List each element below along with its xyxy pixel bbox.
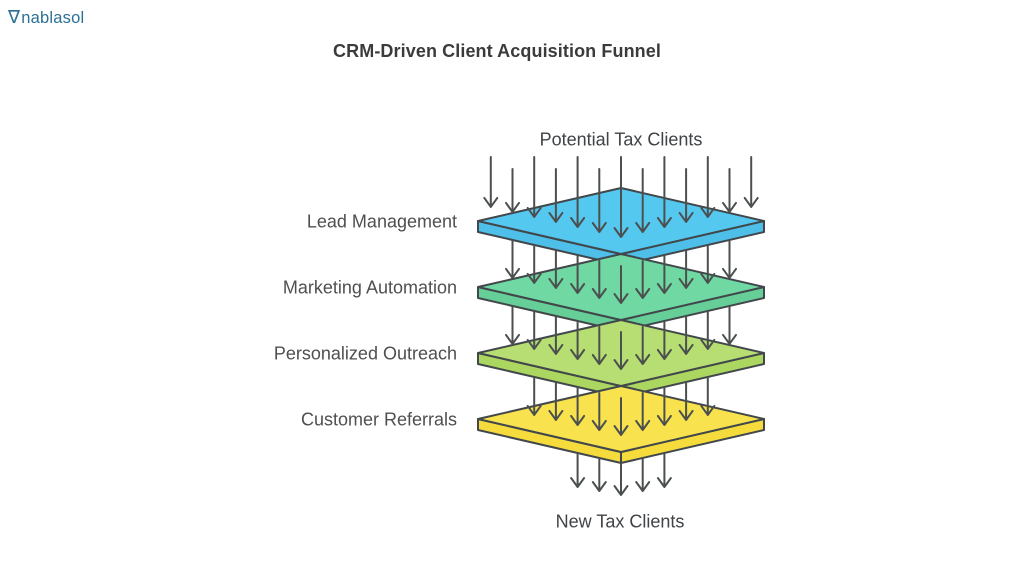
- flow-arrow: [743, 156, 759, 208]
- flow-arrow: [678, 249, 694, 289]
- layer-label-lead-management: Lead Management: [306, 211, 457, 232]
- flow-arrow: [613, 463, 629, 496]
- flow-arrow: [700, 244, 716, 284]
- flow-arrow: [722, 168, 737, 213]
- flow-arrow: [591, 457, 607, 492]
- flow-arrow: [656, 156, 672, 228]
- layer-label-marketing-automation: Marketing Automation: [282, 277, 457, 298]
- flow-arrow: [505, 168, 520, 213]
- flow-arrow: [635, 457, 651, 492]
- flow-arrow: [591, 168, 607, 233]
- page-title: CRM-Driven Client Acquisition Funnel: [333, 41, 661, 61]
- flow-arrow: [483, 156, 499, 208]
- flow-arrow: [526, 310, 542, 350]
- flow-arrow: [613, 156, 629, 238]
- flow-arrow: [722, 239, 737, 279]
- flow-arrow: [635, 391, 651, 431]
- layer-label-personalized-outreach: Personalized Outreach: [273, 343, 457, 364]
- flow-arrow: [526, 376, 542, 416]
- flow-arrow: [613, 397, 629, 436]
- flow-arrow: [656, 452, 672, 488]
- flow-arrow: [548, 381, 564, 421]
- flow-arrow: [635, 168, 651, 233]
- flow-arrow: [505, 239, 520, 279]
- flow-arrow: [678, 381, 694, 421]
- flow-arrow: [548, 168, 564, 223]
- flow-arrow: [591, 391, 607, 431]
- flow-arrow: [570, 254, 586, 294]
- flow-arrow: [591, 259, 607, 299]
- flow-arrow: [526, 244, 542, 284]
- flow-arrow: [656, 386, 672, 426]
- flow-arrow: [722, 305, 737, 345]
- flow-arrow: [548, 315, 564, 355]
- flow-arrow: [613, 265, 629, 304]
- flow-arrow: [570, 156, 586, 228]
- nabla-logo-icon: ∇: [8, 7, 21, 27]
- logo-text: nablasol: [21, 8, 85, 27]
- flow-arrow: [678, 168, 694, 223]
- flow-arrow: [635, 259, 651, 299]
- flow-arrow: [656, 254, 672, 294]
- funnel-top-label: Potential Tax Clients: [539, 129, 703, 150]
- flow-arrow: [591, 325, 607, 365]
- logo: ∇ nablasol: [8, 7, 85, 27]
- flow-arrow: [570, 452, 586, 488]
- flow-arrow: [505, 305, 520, 345]
- flow-arrow: [678, 315, 694, 355]
- flow-arrow: [700, 156, 716, 218]
- flow-arrow: [570, 386, 586, 426]
- flow-arrow: [613, 331, 629, 370]
- funnel-bottom-label: New Tax Clients: [555, 511, 685, 532]
- flow-arrow: [700, 376, 716, 416]
- flow-arrow: [635, 325, 651, 365]
- flow-arrow: [548, 249, 564, 289]
- flow-arrow: [656, 320, 672, 360]
- flow-arrow: [700, 310, 716, 350]
- layer-label-customer-referrals: Customer Referrals: [300, 409, 457, 430]
- flow-arrow: [526, 156, 542, 218]
- flow-arrow: [570, 320, 586, 360]
